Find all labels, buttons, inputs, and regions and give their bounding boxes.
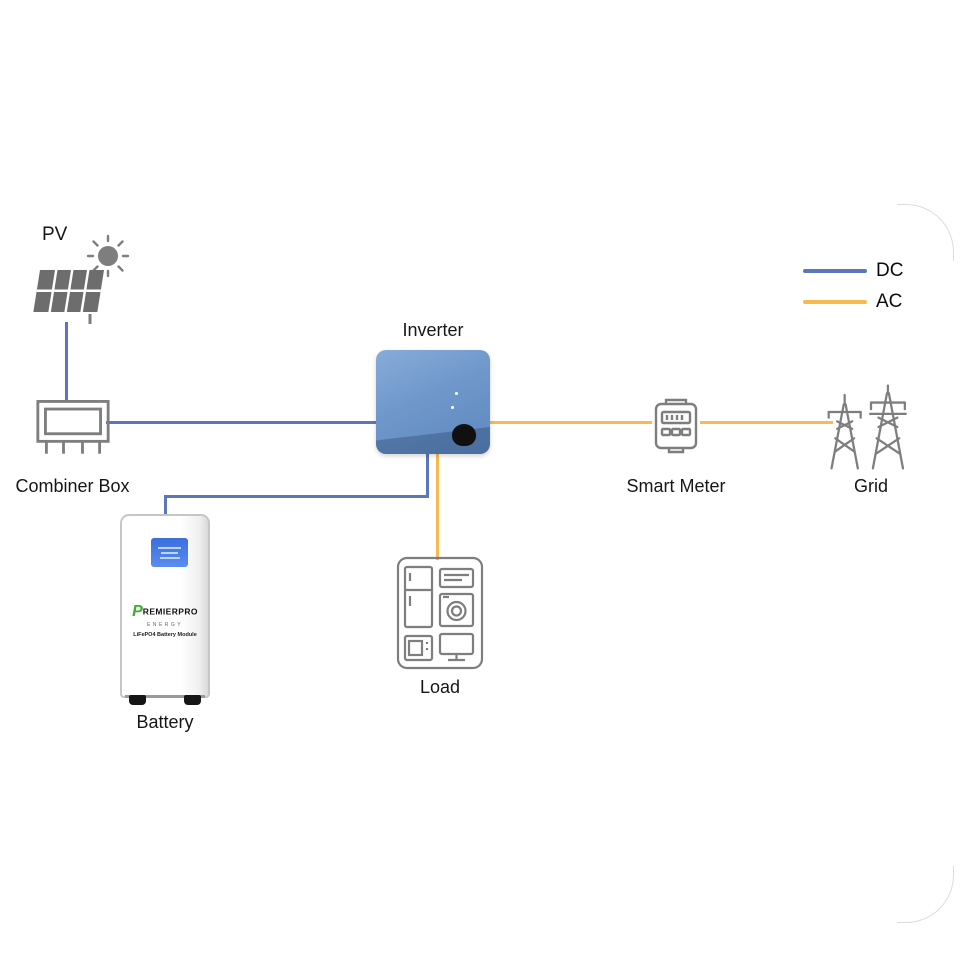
legend-row-dc: DC — [803, 255, 903, 286]
inverter-connector-knob — [452, 424, 476, 446]
wire-dc-combiner-to-inverter — [106, 421, 378, 424]
ac-line-swatch-icon — [803, 299, 867, 304]
battery-lcd-screen — [151, 538, 188, 567]
dc-line-swatch-icon — [803, 268, 867, 273]
inverter-label: Inverter — [402, 320, 464, 340]
wire-dc-inverter-drop — [426, 452, 429, 498]
brand-name: REMIERPRO — [142, 606, 198, 617]
dc-legend-label: DC — [876, 259, 904, 281]
load-appliances-icon — [396, 556, 484, 670]
pv-label: PV — [42, 224, 68, 245]
battery-body: PREMIERPRO ENERGY LiFePO4 Battery Module — [120, 514, 210, 705]
wire-dc-inverter-to-battery-horizontal — [164, 495, 429, 498]
sun-icon — [86, 234, 130, 278]
smart-meter-icon — [654, 398, 698, 454]
wire-ac-inverter-to-load — [436, 452, 439, 560]
wire-ac-meter-to-grid — [700, 421, 833, 424]
legend-row-ac: AC — [803, 286, 903, 317]
wire-ac-inverter-to-meter — [489, 421, 652, 424]
battery-unit: PREMIERPRO ENERGY LiFePO4 Battery Module — [120, 514, 210, 705]
inverter-led-icon — [455, 392, 458, 395]
ac-legend-label: AC — [876, 290, 903, 312]
wire-dc-pv-to-combiner — [65, 322, 68, 402]
battery-caster-icon — [184, 695, 201, 705]
wire-dc-battery-drop — [164, 498, 167, 516]
smart-meter-label: Smart Meter — [626, 476, 726, 496]
battery-model-text: LiFePO4 Battery Module — [133, 632, 197, 639]
grid-towers-icon — [827, 384, 907, 470]
battery-label: Battery — [136, 712, 194, 732]
combiner-box-label: Combiner Box — [15, 476, 130, 496]
load-label: Load — [419, 677, 461, 697]
grid-label: Grid — [853, 476, 888, 496]
frame-corner-top-right — [897, 204, 954, 261]
inverter-unit — [376, 350, 490, 454]
combiner-box-icon — [36, 400, 110, 454]
battery-caster-icon — [129, 695, 146, 705]
frame-corner-bottom-right — [897, 866, 954, 923]
battery-brand-logo: PREMIERPRO ENERGY LiFePO4 Battery Module — [122, 602, 208, 639]
pv-panel-icon — [33, 234, 130, 324]
inverter-led-icon — [451, 406, 454, 409]
brand-initial: P — [132, 602, 143, 620]
battery-base — [125, 695, 205, 698]
brand-subtitle: ENERGY — [146, 622, 184, 629]
legend: DC AC — [803, 255, 903, 317]
